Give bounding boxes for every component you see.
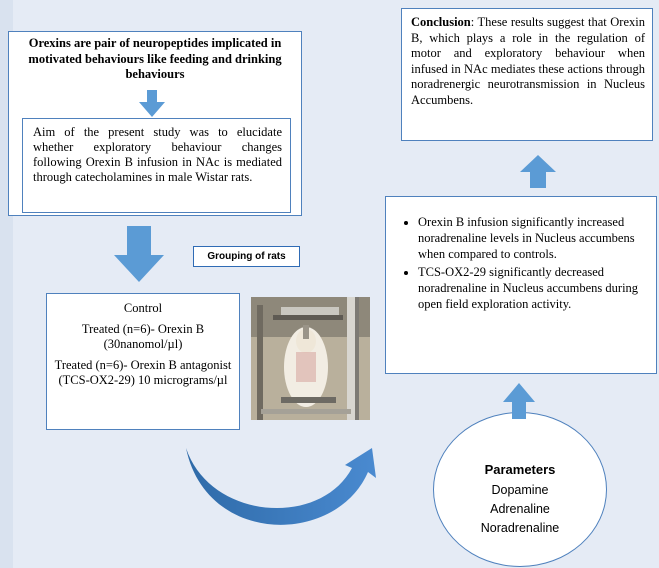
curved-arrow: [186, 448, 376, 525]
parameters-circle: Parameters Dopamine Adrenaline Noradrena…: [433, 412, 607, 567]
groups-box: Control Treated (n=6)- Orexin B (30nanom…: [46, 293, 240, 430]
conclusion-text: : These results suggest that Orexin B, w…: [411, 15, 645, 107]
up-arrow-findings: [503, 383, 535, 419]
conclusion-label: Conclusion: [411, 15, 471, 29]
finding-item: Orexin B infusion significantly increase…: [418, 214, 650, 262]
parameters-title: Parameters: [484, 462, 556, 477]
parameter-item: Adrenaline: [490, 502, 550, 516]
aim-box: Aim of the present study was to elucidat…: [22, 118, 291, 213]
up-arrow-conclusion: [520, 155, 556, 188]
findings-list: Orexin B infusion significantly increase…: [398, 214, 650, 312]
grouping-label: Grouping of rats: [193, 246, 300, 267]
intro-heading: Orexins are pair of neuropeptides implic…: [28, 36, 282, 81]
down-arrow-large: [114, 226, 164, 282]
down-arrow-small: [139, 90, 165, 117]
finding-item: TCS-OX2-29 significantly decreased norad…: [418, 264, 650, 312]
parameter-item: Dopamine: [491, 483, 549, 497]
group-control: Control: [123, 301, 163, 315]
conclusion-box: Conclusion: These results suggest that O…: [401, 8, 653, 141]
findings-box: Orexin B infusion significantly increase…: [385, 196, 657, 374]
group-treated-antagonist: Treated (n=6)- Orexin B antagonist (TCS-…: [54, 358, 232, 387]
rat-apparatus-photo: [251, 297, 370, 420]
group-treated-orexin: Treated (n=6)- Orexin B (30nanomol/µl): [81, 322, 205, 351]
parameter-item: Noradrenaline: [480, 521, 560, 535]
parameters-list: Dopamine Adrenaline Noradrenaline: [434, 481, 606, 538]
